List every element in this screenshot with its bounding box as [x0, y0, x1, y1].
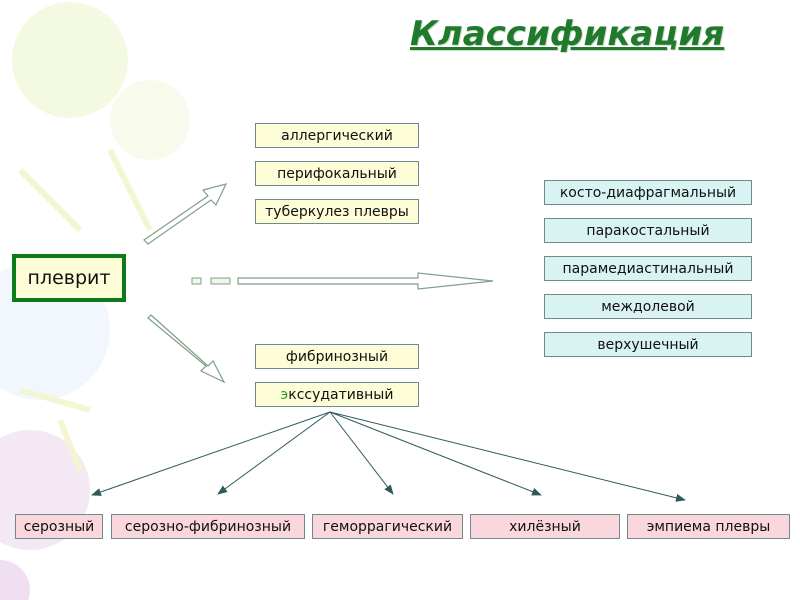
exudative-rest: ксcудативный — [288, 386, 394, 403]
localization-costodiaphragmatic: косто-диафрагмальный — [544, 180, 752, 205]
localization-apical: верхушечный — [544, 332, 752, 357]
exudate-serofibrinous: серозно-фибринозный — [111, 514, 305, 539]
dash-2 — [210, 277, 231, 285]
exudative-first-letter: э — [280, 386, 289, 403]
connector-serofibrinous — [217, 411, 331, 495]
dash-1 — [191, 277, 202, 285]
page-title: Классификация — [410, 14, 725, 54]
character-fibrinous: фибринозный — [255, 344, 419, 369]
exudate-serous: серозный — [15, 514, 103, 539]
arrow-to-etiology — [143, 183, 228, 245]
arrow-to-character — [147, 314, 226, 384]
arrow-to-localization — [237, 272, 494, 290]
etiology-tuberculous: туберкулез плевры — [255, 199, 419, 224]
connector-empyema — [329, 411, 686, 502]
connector-chylous — [329, 411, 542, 496]
exudate-hemorrhagic: геморрагический — [312, 514, 463, 539]
localization-interlobar: междолевой — [544, 294, 752, 319]
connector-hemorrhagic — [329, 411, 394, 495]
exudate-chylous: хилёзный — [470, 514, 620, 539]
localization-paracostal: паракостальный — [544, 218, 752, 243]
etiology-perifocal: перифокальный — [255, 161, 419, 186]
exudate-empyema: эмпиема плевры — [627, 514, 790, 539]
connector-serous — [91, 411, 331, 496]
etiology-allergic: аллергический — [255, 123, 419, 148]
localization-paramediastinal: парамедиастинальный — [544, 256, 752, 281]
root-node-pleurisy: плеврит — [12, 254, 126, 302]
